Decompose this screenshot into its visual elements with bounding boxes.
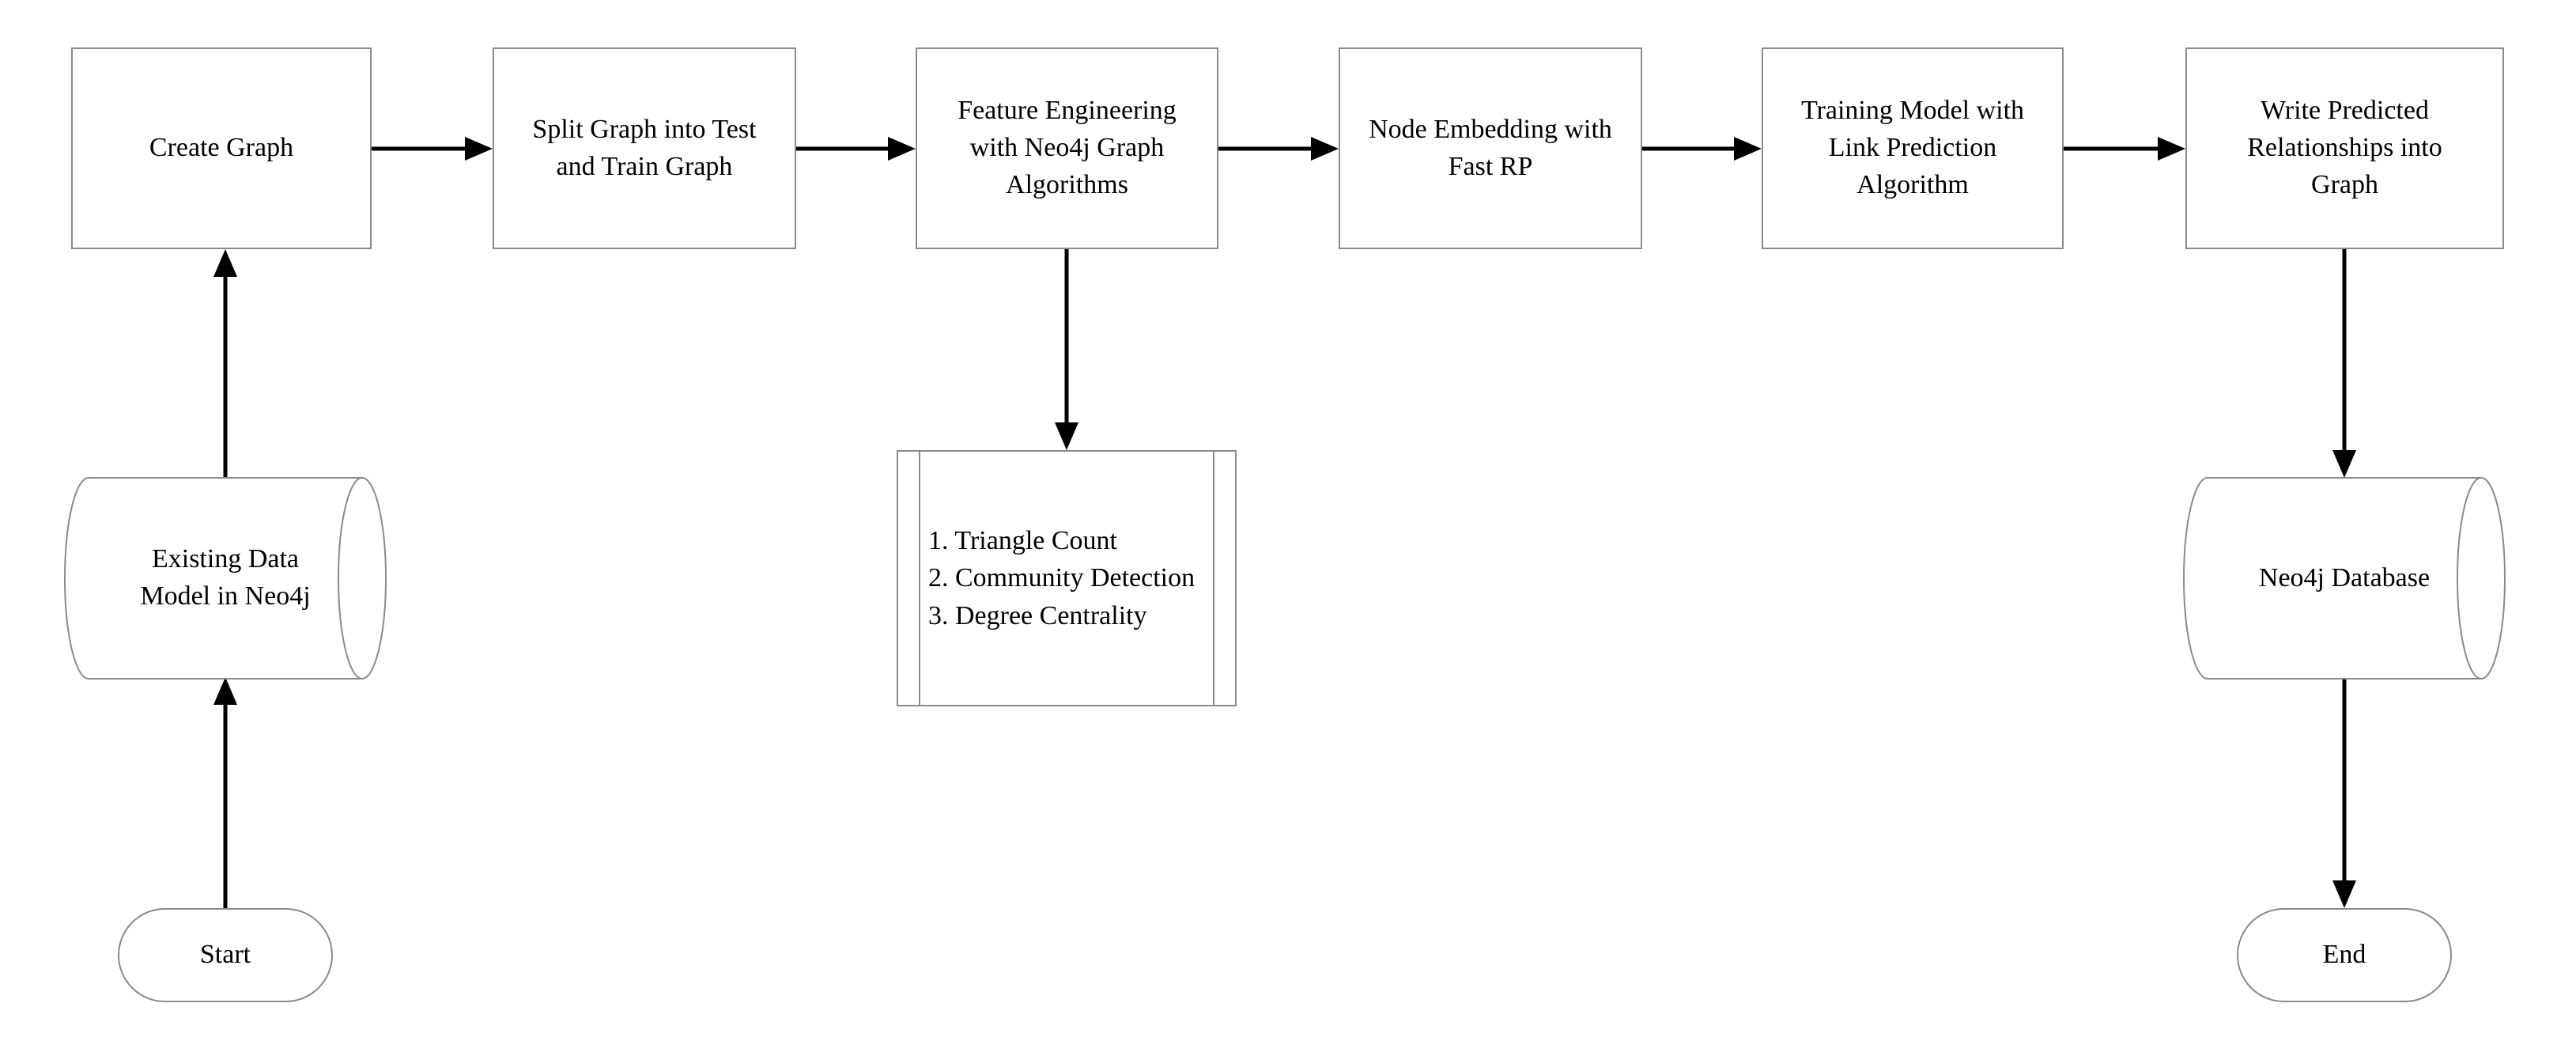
arrow-write-predicted-to-neo4j-database-head	[2332, 450, 2356, 478]
node-feature-engineering: Feature Engineering with Neo4j Graph Alg…	[916, 47, 1218, 249]
node-split-graph: Split Graph into Test and Train Graph	[493, 47, 796, 249]
node-write-predicted: Write Predicted Relationships into Graph	[2185, 47, 2504, 249]
database-cylinder-shape	[2183, 477, 2506, 679]
node-end-label: End	[2322, 940, 2366, 970]
node-neo4j-database-label: Neo4j Database	[2258, 562, 2431, 592]
node-node-embedding-label: Node Embedding with Fast RP	[1369, 114, 1612, 181]
node-existing-data-model: Existing Data Model in Neo4j	[41, 476, 389, 680]
arrow-existing-data-to-create-graph-head	[213, 249, 237, 277]
arrow-feature-engineering-to-algorithms-head	[1055, 422, 1078, 450]
database-cylinder-shape	[64, 477, 387, 679]
node-split-graph-label: Split Graph into Test and Train Graph	[532, 114, 757, 181]
node-algorithms-list: 1. Triangle Count 2. Community Detection…	[897, 450, 1237, 706]
algorithms-list-item-1: 1. Triangle Count	[928, 525, 1117, 555]
node-create-graph-label: Create Graph	[149, 133, 294, 163]
node-existing-data-model-label-area: Existing Data Model in Neo4j	[89, 476, 362, 680]
node-start-label: Start	[199, 940, 251, 970]
predefined-right-bar	[1213, 452, 1214, 705]
node-start: Start	[118, 908, 333, 1002]
arrow-neo4j-database-to-end-head	[2332, 880, 2356, 908]
arrow-split-graph-to-feature-engineering-head	[888, 137, 916, 161]
algorithms-list-item-3: 3. Degree Centrality	[928, 600, 1147, 630]
node-neo4j-database-label-area: Neo4j Database	[2208, 476, 2481, 680]
node-neo4j-database: Neo4j Database	[2160, 476, 2508, 680]
arrow-start-to-existing-data-head	[213, 677, 237, 705]
algorithms-list: 1. Triangle Count 2. Community Detection…	[928, 452, 1210, 705]
node-existing-data-model-label: Existing Data Model in Neo4j	[140, 544, 311, 611]
node-feature-engineering-label: Feature Engineering with Neo4j Graph Alg…	[958, 96, 1177, 199]
arrow-node-embedding-to-training-model-head	[1734, 137, 1762, 161]
arrow-feature-engineering-to-node-embedding-head	[1311, 137, 1339, 161]
node-create-graph: Create Graph	[71, 47, 372, 249]
predefined-left-bar	[919, 452, 920, 705]
node-write-predicted-label: Write Predicted Relationships into Graph	[2247, 96, 2442, 199]
algorithms-list-item-2: 2. Community Detection	[928, 563, 1195, 593]
arrow-create-graph-to-split-graph-head	[465, 137, 493, 161]
node-end: End	[2237, 908, 2452, 1002]
arrow-training-model-to-write-predicted-head	[2158, 137, 2185, 161]
node-training-model-label: Training Model with Link Prediction Algo…	[1800, 96, 2025, 199]
node-training-model: Training Model with Link Prediction Algo…	[1762, 47, 2064, 249]
node-node-embedding: Node Embedding with Fast RP	[1339, 47, 1642, 249]
